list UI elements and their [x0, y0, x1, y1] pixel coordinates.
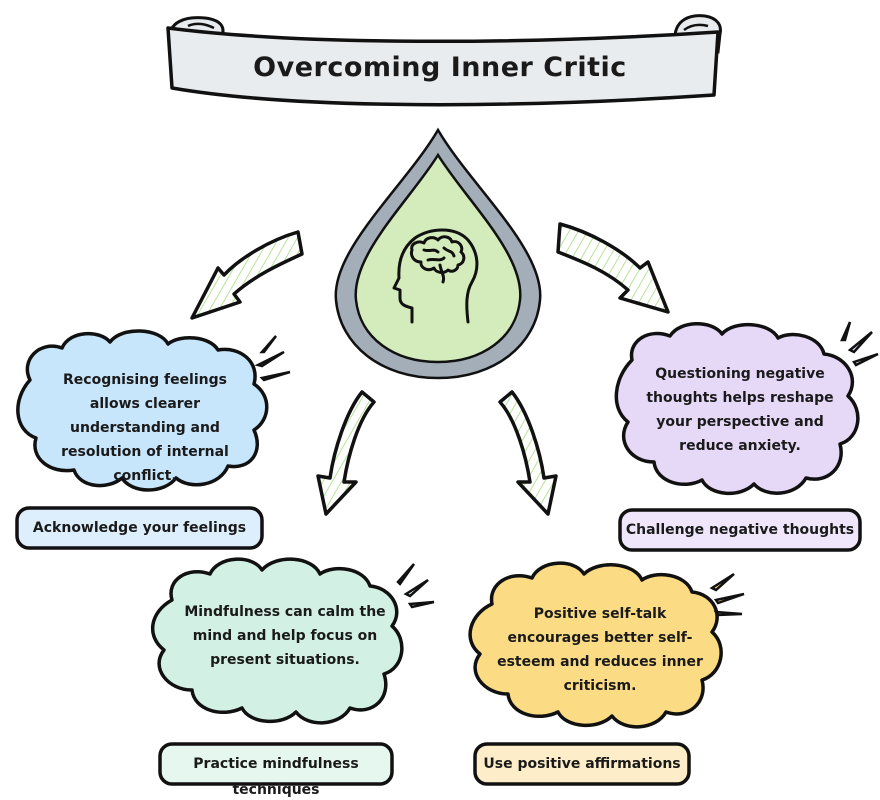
- banner-body: [166, 26, 720, 107]
- title-banner: [166, 14, 722, 107]
- label-line: Practice mindfulness: [193, 756, 359, 772]
- description-line: reduce anxiety.: [679, 438, 801, 454]
- banner-right-fold: [683, 23, 709, 32]
- description-line: conflict.: [113, 468, 177, 484]
- arrow-to-affirmations: [498, 390, 558, 516]
- description-line: thoughts helps reshape: [646, 390, 834, 406]
- accent-marks-icon: [254, 335, 291, 382]
- description-acknowledge: Recognising feelings allows clearer unde…: [40, 368, 250, 488]
- label-box-affirmations: [473, 742, 691, 786]
- cloud-mindfulness: [150, 557, 435, 725]
- description-affirmations: Positive self-talk encourages better sel…: [490, 602, 710, 698]
- description-challenge: Questioning negative thoughts helps resh…: [635, 362, 845, 458]
- banner-left-fold: [187, 22, 215, 30]
- description-line: mind and help focus on: [192, 628, 378, 644]
- arrow-to-mindfulness: [316, 390, 376, 516]
- description-mindfulness: Mindfulness can calm the mind and help f…: [175, 600, 395, 672]
- description-line: allows clearer: [89, 396, 201, 412]
- description-line: resolution of internal: [61, 444, 229, 460]
- description-line: Questioning negative: [655, 366, 825, 382]
- label-box-mindfulness: [158, 742, 394, 786]
- accent-marks-icon: [840, 321, 879, 367]
- description-line: present situations.: [210, 652, 360, 668]
- cloud-affirmations: [468, 561, 745, 729]
- description-line: Mindfulness can calm the: [184, 604, 386, 620]
- head-with-brain-icon: [392, 228, 479, 324]
- cloud-acknowledge: [16, 329, 291, 492]
- accent-marks-icon: [709, 572, 745, 617]
- accent-marks-icon: [396, 563, 435, 609]
- center-drop: [334, 127, 542, 380]
- description-line: understanding and: [70, 420, 220, 436]
- description-line: esteem and reduces inner: [497, 654, 703, 670]
- description-line: criticism.: [563, 678, 637, 694]
- arrow-to-acknowledge: [190, 230, 304, 320]
- label-box-acknowledge: [15, 506, 264, 550]
- arrow-to-challenge: [556, 222, 670, 314]
- label-acknowledge: Acknowledge your feelings: [32, 520, 247, 536]
- description-line: your perspective and: [656, 414, 824, 430]
- label-box-challenge: [618, 508, 862, 552]
- label-affirmations: Use positive affirmations: [483, 756, 681, 772]
- page-title: Overcoming Inner Critic: [253, 52, 627, 83]
- cloud-challenge: [614, 321, 879, 496]
- description-line: Recognising feelings: [63, 372, 227, 388]
- label-mindfulness: Practice mindfulness techniques: [160, 754, 392, 800]
- label-challenge: Challenge negative thoughts: [625, 522, 855, 538]
- description-line: encourages better self-: [507, 630, 693, 646]
- description-line: Positive self-talk: [533, 606, 667, 622]
- label-line: techniques: [232, 782, 320, 798]
